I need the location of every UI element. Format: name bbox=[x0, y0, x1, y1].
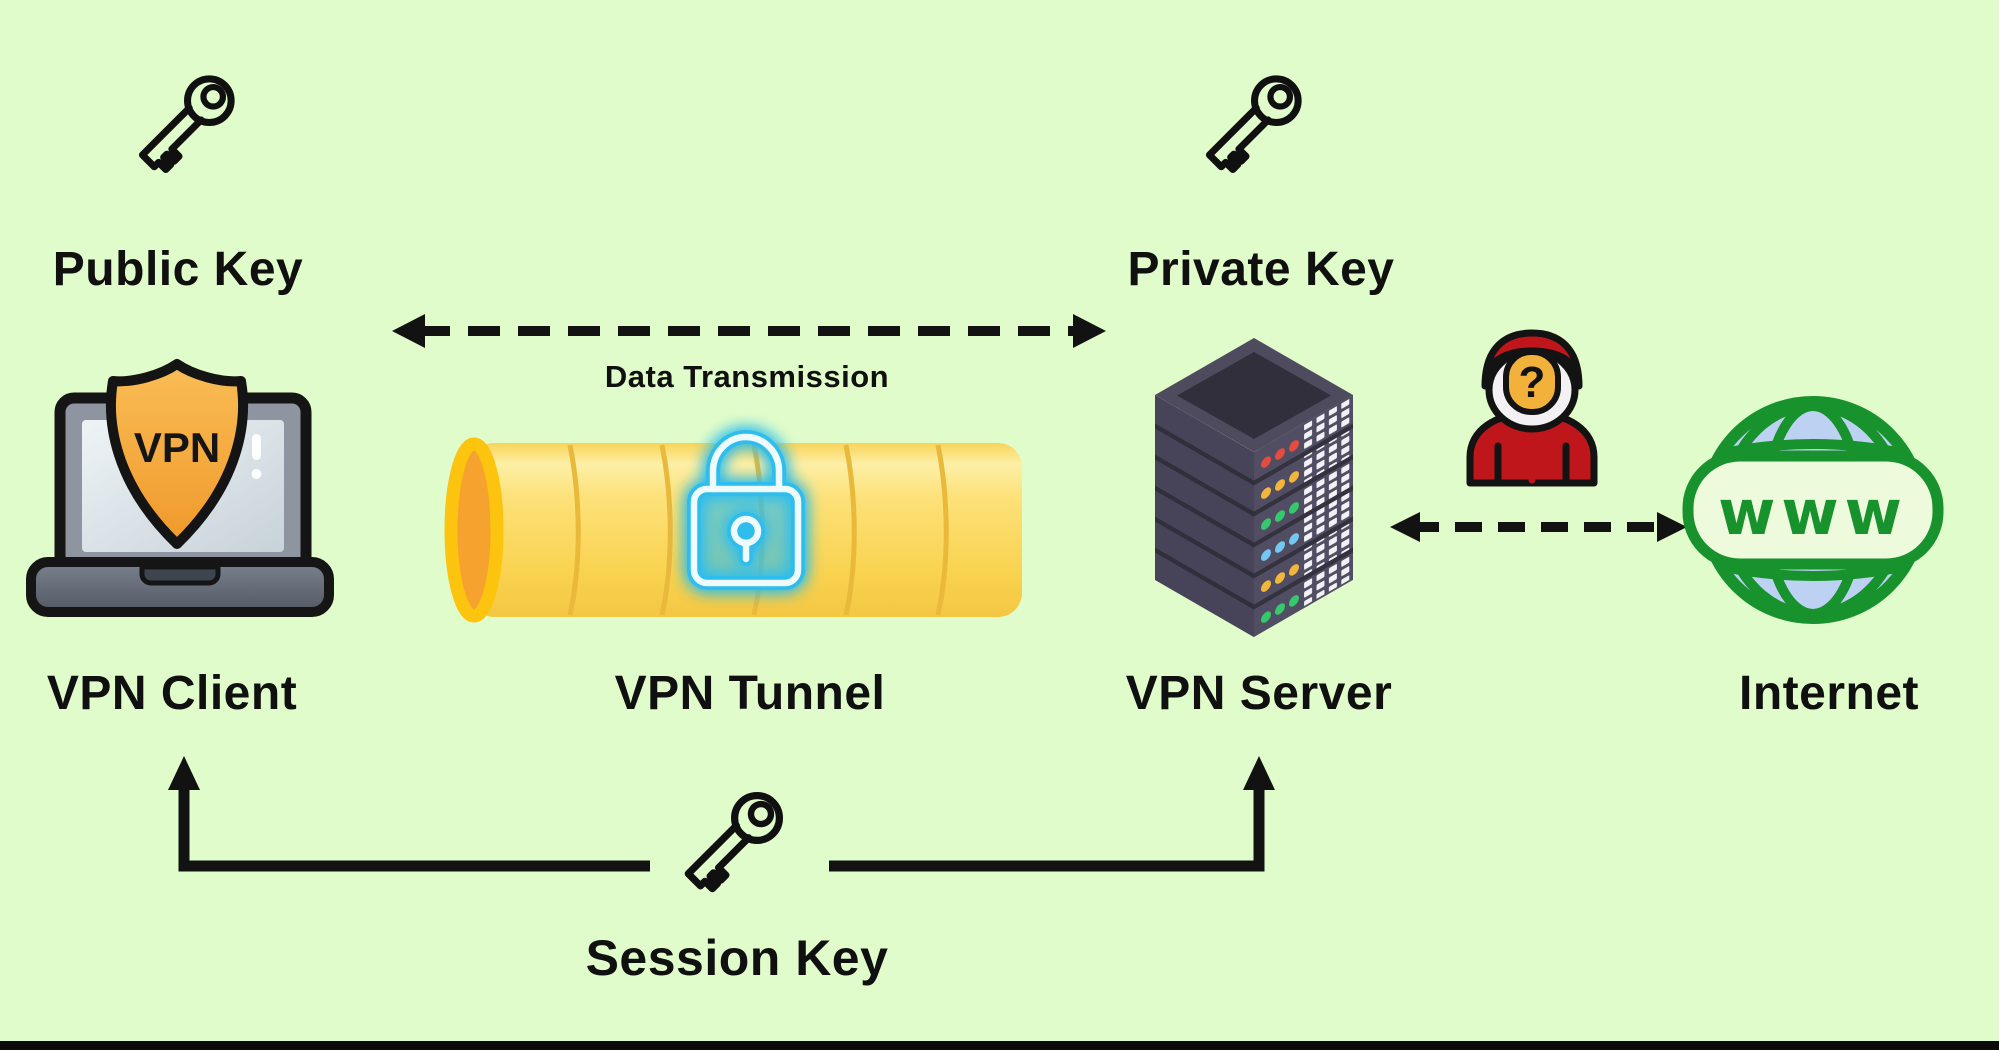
session-key-label: Session Key bbox=[585, 930, 889, 986]
dashed-double-arrow bbox=[1390, 512, 1687, 542]
hacker-icon: ? bbox=[1466, 329, 1598, 487]
vpn-tunnel-label: VPN Tunnel bbox=[614, 667, 886, 720]
server-left-face bbox=[1155, 394, 1254, 638]
globe-www-icon: www bbox=[1682, 396, 1944, 624]
server-icon bbox=[1155, 338, 1353, 638]
laptop-base bbox=[26, 557, 334, 617]
hacker-hood bbox=[1481, 329, 1583, 390]
vpn-client-label: VPN Client bbox=[46, 667, 298, 720]
padlock-glow-icon bbox=[687, 430, 805, 590]
bottom-edge-bar bbox=[0, 1041, 1999, 1050]
vpn-shield-icon: VPN bbox=[106, 359, 248, 549]
server-right-face bbox=[1254, 394, 1353, 637]
public-key-icon bbox=[138, 75, 235, 174]
private-key-label: Private Key bbox=[1127, 243, 1395, 296]
data-transmission-label: Data Transmission bbox=[604, 359, 890, 394]
server-led-lights bbox=[1261, 440, 1299, 623]
public-key-label: Public Key bbox=[52, 243, 304, 296]
vpn-shield-text: VPN bbox=[134, 424, 220, 471]
hacker-face-panel bbox=[1503, 349, 1561, 415]
dashed-double-arrow bbox=[392, 314, 1106, 348]
tunnel-opening bbox=[444, 437, 504, 623]
laptop-vpn-icon: VPN bbox=[26, 359, 334, 617]
elbow-arrow bbox=[829, 756, 1275, 872]
private-key-icon bbox=[1205, 75, 1302, 174]
session-key-icon bbox=[684, 791, 784, 893]
globe-www-text: www bbox=[1718, 476, 1908, 549]
internet-label: Internet bbox=[1738, 667, 1920, 720]
tunnel-icon bbox=[444, 430, 1022, 623]
vpn-server-label: VPN Server bbox=[1125, 667, 1393, 720]
globe-www-band bbox=[1682, 450, 1944, 570]
hacker-question-glyph: ? bbox=[1519, 358, 1546, 407]
elbow-arrow bbox=[168, 756, 650, 872]
